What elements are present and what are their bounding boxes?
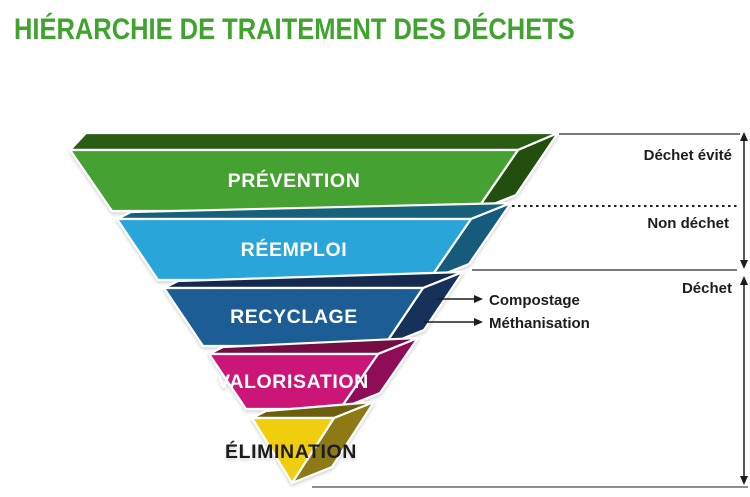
arrow-down-icon — [740, 476, 748, 485]
level-valorisation: VALORISATION — [207, 336, 420, 411]
level-recyclage-label: RECYCLAGE — [230, 306, 358, 328]
level-prevention-label: PRÉVENTION — [228, 169, 361, 192]
level-recyclage: RECYCLAGE — [162, 270, 465, 348]
methanisation-label: Méthanisation — [489, 315, 590, 332]
level-elimination: ÉLIMINATION — [225, 400, 376, 485]
methanisation-arrow — [424, 318, 483, 326]
range-arrow-upper — [740, 132, 748, 269]
arrow-right-icon — [474, 318, 483, 326]
arrow-up-icon — [740, 132, 748, 141]
arrow-right-icon — [474, 295, 483, 303]
level-reemploi: RÉEMPLOI — [115, 201, 513, 282]
level-prevention: PRÉVENTION — [68, 131, 560, 213]
level-valorisation-label: VALORISATION — [217, 371, 369, 393]
compostage-label: Compostage — [489, 292, 580, 309]
dechet-label: Déchet — [682, 280, 732, 297]
range-arrow-lower — [740, 276, 748, 485]
level-elimination-face — [250, 416, 336, 485]
level-reemploi-label: RÉEMPLOI — [241, 238, 348, 261]
level-elimination-label: ÉLIMINATION — [225, 440, 357, 463]
recyclage-callouts: Compostage Méthanisation — [424, 292, 590, 332]
right-annotations: Déchet évité Non déchet Déchet — [312, 132, 748, 488]
arrow-down-icon — [740, 260, 748, 269]
compostage-arrow — [437, 295, 483, 303]
level-prevention-top-bevel — [68, 131, 560, 152]
pyramid: PRÉVENTION RÉEMPLOI RECYCLAGE VALORISATI… — [68, 131, 560, 485]
arrow-up-icon — [740, 276, 748, 285]
dechet-evite-label: Déchet évité — [644, 147, 732, 164]
page-title: HIÉRARCHIE DE TRAITEMENT DES DÉCHETS — [14, 12, 575, 45]
non-dechet-label: Non déchet — [647, 215, 729, 232]
